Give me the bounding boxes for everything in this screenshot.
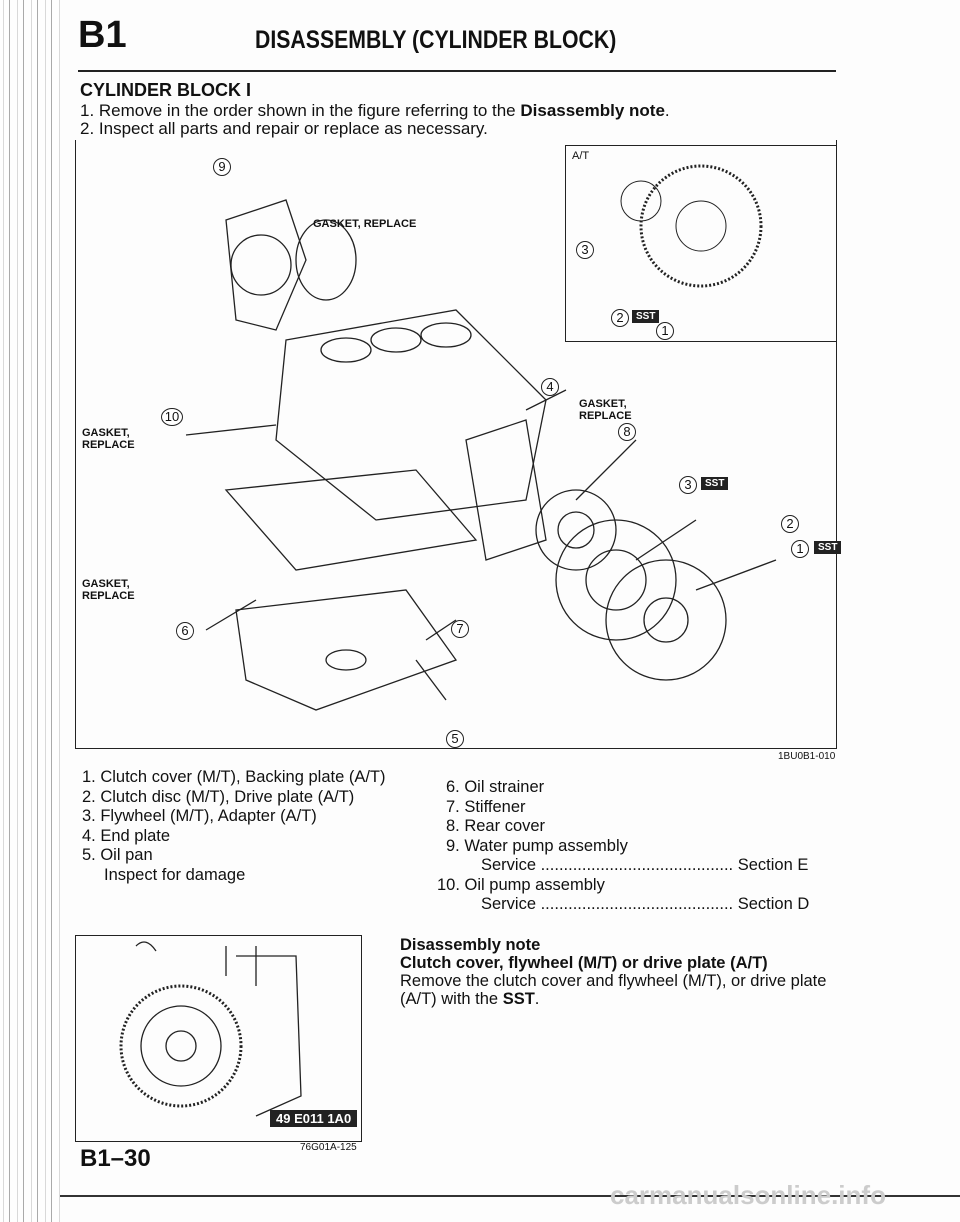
disassembly-note: Disassembly note Clutch cover, flywheel …	[400, 936, 840, 1008]
step-2: 2. Inspect all parts and repair or repla…	[80, 119, 488, 138]
header-rule	[78, 70, 836, 72]
drive-plate-illustration	[620, 164, 763, 288]
callout-7: 7	[451, 620, 469, 638]
sst-tool-number: 49 E011 1A0	[270, 1110, 358, 1127]
sst-figure	[75, 935, 362, 1142]
tool-icon: SST	[701, 477, 729, 490]
part-item: 10. Oil pump assembly	[437, 875, 605, 894]
part-item: 5. Oil pan	[82, 846, 153, 864]
gasket-label-pan-b: REPLACE	[82, 590, 135, 602]
parts-list-right: 6. Oil strainer 7. Stiffener 8. Rear cov…	[437, 778, 809, 915]
callout-3: 3	[679, 476, 697, 494]
service-ref: Service ................................…	[481, 895, 810, 913]
callout-6: 6	[176, 622, 194, 640]
inset-callout-3: 3	[576, 241, 594, 259]
gasket-label-pan-a: GASKET,	[82, 578, 130, 590]
gasket-label: GASKET, REPLACE	[313, 218, 417, 230]
note-subtitle: Clutch cover, flywheel (M/T) or drive pl…	[400, 954, 768, 972]
at-inset: A/T 3 2 SST 1	[565, 145, 837, 342]
gasket-label-right-a: GASKET,	[579, 398, 627, 410]
part-item: 9. Water pump assembly	[446, 836, 628, 855]
footer-rule	[60, 1195, 960, 1197]
gasket-label-left-a: GASKET,	[82, 427, 130, 439]
parts-list-left: 1. Clutch cover (M/T), Backing plate (A/…	[82, 768, 386, 885]
part-note: Inspect for damage	[104, 865, 246, 884]
section-code: B1	[78, 14, 127, 56]
callout-4: 4	[541, 378, 559, 396]
scan-binding-edge	[0, 0, 60, 1222]
callout-8: 8	[618, 423, 636, 441]
gasket-label-left-b: REPLACE	[82, 439, 135, 451]
figure-code: 1BU0B1-010	[778, 751, 836, 762]
part-item: 4. End plate	[82, 826, 171, 845]
service-ref: Service ................................…	[481, 856, 809, 874]
callout-5: 5	[446, 730, 464, 748]
inset-sst-badge: SST	[632, 310, 660, 323]
inset-callout-1: 1	[656, 322, 674, 340]
page-title: DISASSEMBLY (CYLINDER BLOCK)	[255, 26, 617, 54]
part-item: 6. Oil strainer	[446, 778, 545, 796]
page-number: B1–30	[80, 1145, 151, 1172]
gasket-label-right-b: REPLACE	[579, 410, 632, 422]
callout-2: 2	[781, 515, 799, 533]
note-body: Remove the clutch cover and flywheel (M/…	[400, 972, 827, 1008]
note-title: Disassembly note	[400, 936, 541, 954]
section-heading: CYLINDER BLOCK I	[80, 80, 251, 100]
sst-badge: SST	[814, 541, 842, 554]
part-item: 3. Flywheel (M/T), Adapter (A/T)	[82, 807, 317, 825]
callout-10: 10	[161, 408, 183, 426]
flywheel-sst-illustration	[119, 941, 302, 1117]
watermark: carmanualsonline.info	[610, 1180, 886, 1210]
callout-1: 1	[791, 540, 809, 558]
part-item: 8. Rear cover	[446, 817, 546, 835]
inset-label: A/T	[572, 150, 590, 162]
figure2-code: 76G01A-125	[300, 1142, 357, 1153]
callout-9: 9	[213, 158, 231, 176]
part-item: 2. Clutch disc (M/T), Drive plate (A/T)	[82, 787, 355, 806]
part-item: 7. Stiffener	[446, 797, 526, 816]
step-1: 1. Remove in the order shown in the figu…	[80, 101, 670, 120]
part-item: 1. Clutch cover (M/T), Backing plate (A/…	[82, 768, 386, 786]
engine-illustration	[185, 199, 777, 711]
exploded-diagram: 9 GASKET, REPLACE 10 GASKET, REPLACE 4 G…	[75, 140, 842, 749]
inset-callout-2: 2	[611, 309, 629, 327]
